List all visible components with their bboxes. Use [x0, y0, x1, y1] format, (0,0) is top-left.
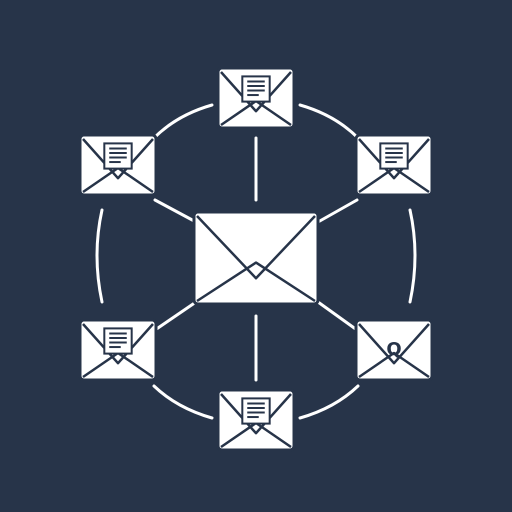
- letter-page: [103, 327, 133, 355]
- envelope-flap: [82, 323, 154, 365]
- envelope-flap: [220, 71, 292, 113]
- envelope-with-letter-icon: [216, 388, 296, 452]
- letter-page: [241, 397, 271, 425]
- envelope-with-q-icon: Q: [354, 318, 434, 382]
- spoke: [153, 300, 198, 332]
- envelope-flap: [358, 138, 430, 180]
- envelope-flap: [220, 393, 292, 435]
- envelope-flap: [196, 215, 316, 280]
- letter-page: [379, 142, 409, 170]
- letter-page: [103, 142, 133, 170]
- envelope-body: [192, 210, 320, 306]
- envelope-nodes: Q: [78, 66, 434, 452]
- envelope-with-letter-icon: [216, 66, 296, 130]
- spoke: [153, 198, 198, 224]
- ring-arc: [152, 103, 214, 140]
- letter-page: [241, 75, 271, 103]
- connection-ring: [95, 103, 417, 420]
- ring-arc: [298, 103, 360, 140]
- envelope-with-letter-icon: [78, 318, 158, 382]
- ring-arc: [408, 208, 417, 304]
- envelope-with-letter-icon: [78, 133, 158, 197]
- envelope-fold: [196, 261, 316, 303]
- envelope-icon: [192, 210, 320, 306]
- ring-arc: [298, 384, 360, 420]
- spoke: [316, 198, 359, 224]
- connection-spokes: [153, 136, 359, 382]
- ring-arc: [95, 208, 104, 304]
- envelope-fold: [358, 351, 430, 379]
- envelope-flap: [82, 138, 154, 180]
- envelope-with-letter-icon: [354, 133, 434, 197]
- envelope-q-label: Q: [386, 339, 401, 360]
- ring-arc: [152, 384, 214, 420]
- spoke: [316, 300, 359, 332]
- envelope-flap: [358, 323, 430, 365]
